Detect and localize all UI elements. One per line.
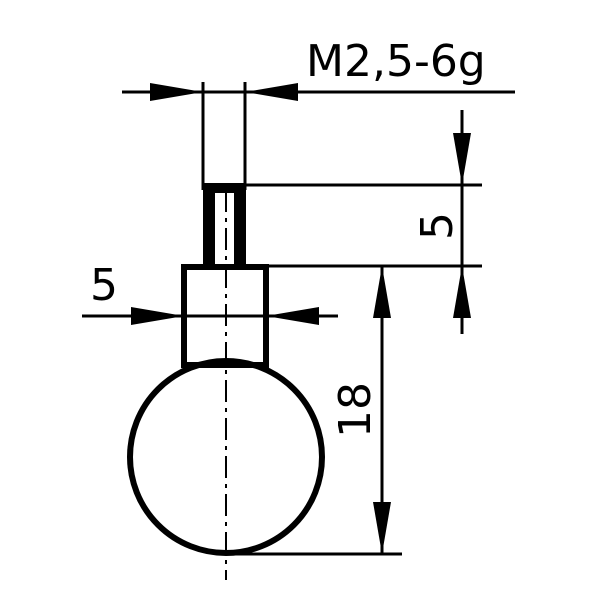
thread-length-arrow-top xyxy=(453,133,471,185)
total-height-arrow-top xyxy=(373,266,391,318)
threaded-pin xyxy=(203,183,246,267)
thread-length-label: 5 xyxy=(412,212,463,240)
thread-label: M2,5-6g xyxy=(306,36,486,87)
total-height-label: 18 xyxy=(330,382,381,438)
shank-arrow-right xyxy=(266,307,319,325)
thread-length-arrow-bottom xyxy=(453,266,471,318)
thread-arrow-left xyxy=(150,83,203,101)
thread-arrow-right xyxy=(245,83,298,101)
total-height-arrow-bottom xyxy=(373,502,391,554)
shank-arrow-left xyxy=(131,307,184,325)
shank-diameter-label: 5 xyxy=(90,260,118,311)
